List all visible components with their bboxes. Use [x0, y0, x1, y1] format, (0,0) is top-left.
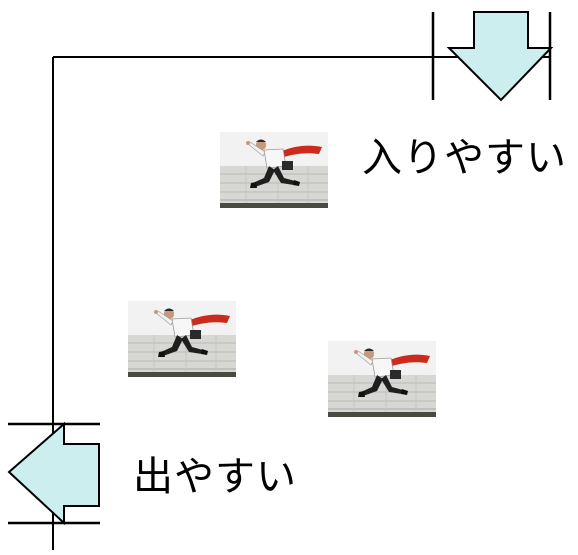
exit-left-arrow-icon — [7, 421, 100, 526]
jumping-businessman-photo-3 — [328, 341, 436, 417]
easy-to-exit-label: 出やすい — [133, 454, 297, 500]
easy-to-enter-label: 入りやすい — [362, 135, 567, 181]
jumping-businessman-photo-2 — [128, 301, 236, 377]
jumping-businessman-photo-1 — [220, 132, 328, 208]
store-wall-lines — [52, 56, 550, 550]
entrance-down-arrow-icon — [431, 11, 554, 102]
